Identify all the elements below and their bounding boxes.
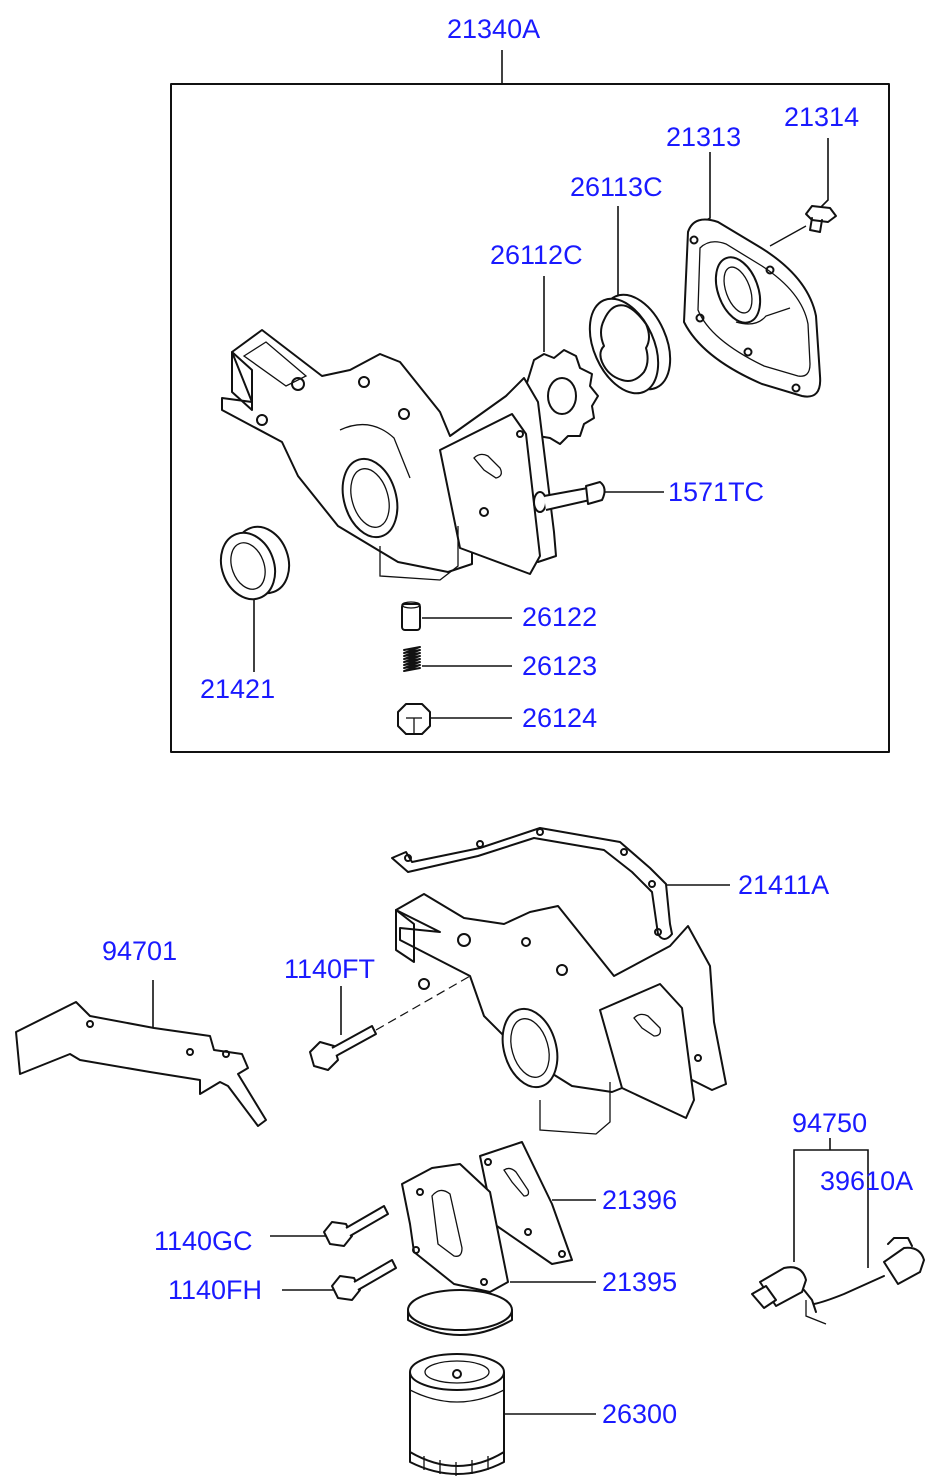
oil-pump-housing-bottom [395, 893, 727, 1135]
label-26300[interactable]: 26300 [602, 1399, 678, 1429]
label-21396[interactable]: 21396 [602, 1185, 678, 1215]
oil-pressure-switch-94750 [751, 1266, 817, 1313]
label-26124[interactable]: 26124 [522, 703, 598, 733]
label-26123[interactable]: 26123 [522, 651, 598, 681]
gasket-21411A [391, 827, 673, 940]
oil-filter-26300 [409, 1353, 505, 1476]
label-21314[interactable]: 21314 [784, 102, 860, 132]
label-39610A[interactable]: 39610A [820, 1166, 914, 1196]
label-94701[interactable]: 94701 [102, 936, 178, 966]
screw-21314 [769, 205, 837, 247]
label-94750[interactable]: 94750 [792, 1108, 868, 1138]
cover-plate-21313 [683, 218, 822, 398]
plug-nut-26124 [397, 703, 431, 735]
label-26122[interactable]: 26122 [522, 602, 598, 632]
label-1140FT[interactable]: 1140FT [284, 954, 376, 984]
relief-spring-26123 [403, 646, 421, 672]
bolt-1140GC [323, 1205, 389, 1247]
filter-bracket-21395 [401, 1163, 513, 1336]
switch-harness-39610A [805, 1237, 925, 1325]
label-21340A[interactable]: 21340A [447, 14, 541, 44]
label-1140FH[interactable]: 1140FH [168, 1275, 263, 1305]
label-26112C[interactable]: 26112C [490, 240, 583, 270]
label-21421[interactable]: 21421 [200, 674, 276, 704]
leader-lines [152, 138, 869, 1415]
label-21313[interactable]: 21313 [666, 122, 742, 152]
bolt-1140FH [331, 1259, 397, 1301]
assembly-box-21340A [170, 50, 890, 753]
plug-1571TC [533, 481, 606, 513]
oil-seal-21421 [219, 525, 291, 601]
label-26113C[interactable]: 26113C [570, 172, 663, 202]
label-21411A[interactable]: 21411A [738, 870, 830, 900]
bracket-94701 [15, 1001, 267, 1127]
label-1571TC[interactable]: 1571TC [668, 477, 765, 507]
outer-rotor-26113C [588, 293, 672, 395]
relief-plunger-26122 [401, 601, 421, 631]
label-1140GC[interactable]: 1140GC [154, 1226, 253, 1256]
oil-pump-housing-top [221, 329, 557, 581]
label-21395[interactable]: 21395 [602, 1267, 678, 1297]
